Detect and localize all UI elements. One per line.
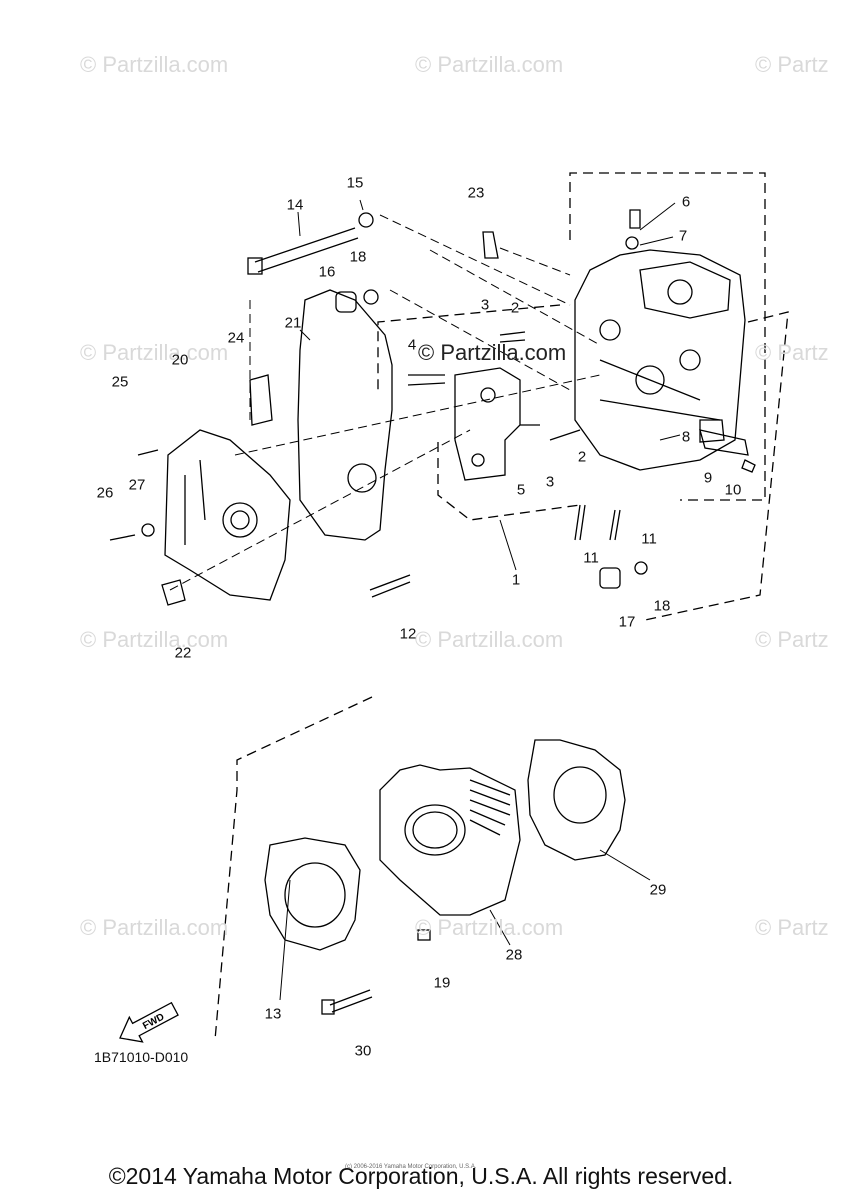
- callout-label: 17: [618, 613, 636, 631]
- callout-label: 20: [171, 351, 189, 369]
- callout-label: 6: [681, 193, 691, 211]
- callout-label: 28: [505, 946, 523, 964]
- watermark: © Partzilla.com: [80, 627, 229, 652]
- callout-label: 14: [286, 196, 304, 214]
- watermark: © Partzilla.com: [415, 915, 564, 940]
- callout-label: 8: [681, 428, 691, 446]
- assembly-boundaries: [214, 172, 789, 1041]
- callout-label: 11: [641, 530, 657, 548]
- callout-label: 19: [433, 974, 451, 992]
- cylinder-gasket: [527, 739, 626, 861]
- callout-label: 29: [649, 881, 667, 899]
- callout-label: 18: [653, 597, 671, 615]
- watermark: © Partzilla.com: [80, 915, 229, 940]
- cylinder-block: [379, 764, 521, 916]
- callout-label: 13: [264, 1005, 282, 1023]
- watermark: © Partz: [755, 340, 829, 365]
- callout-label: 26: [96, 484, 114, 502]
- watermark: © Partz: [755, 915, 829, 940]
- callout-label: 12: [399, 625, 417, 643]
- callout-label: 21: [284, 314, 302, 332]
- callout-label: 5: [516, 481, 526, 499]
- fwd-label: FWD: [141, 1012, 166, 1032]
- callout-label: 7: [678, 227, 688, 245]
- callout-label: 18: [349, 248, 367, 266]
- watermark: © Partzilla.com: [80, 340, 229, 365]
- callout-label: 16: [318, 263, 336, 281]
- callout-label: 23: [467, 184, 485, 202]
- callout-label: 3: [480, 296, 490, 314]
- callout-label: 9: [703, 469, 713, 487]
- fwd-arrow-icon: FWD: [119, 1001, 179, 1043]
- callout-label: 2: [577, 448, 587, 466]
- small-copyright-line: (c) 2006-2016 Yamaha Motor Corporation, …: [345, 1164, 477, 1170]
- callout-label: 30: [354, 1042, 372, 1060]
- callout-label: 10: [724, 481, 742, 499]
- center-watermark: © Partzilla.com: [418, 340, 567, 365]
- copyright-footer: ©2014 Yamaha Motor Corporation, U.S.A. A…: [108, 1163, 734, 1189]
- cylinder-head: [574, 249, 746, 471]
- callout-label: 22: [174, 644, 192, 662]
- watermark: © Partzilla.com: [80, 52, 229, 77]
- callout-label: 2: [510, 299, 520, 317]
- valve-cover: [164, 429, 291, 601]
- valve-cover-gasket: [297, 289, 393, 541]
- leader-lines: [279, 199, 681, 1001]
- callout-label: 15: [346, 174, 364, 192]
- callout-label: 24: [227, 329, 245, 347]
- watermark: © Partz: [755, 627, 829, 652]
- watermark: © Partz: [755, 52, 829, 77]
- long-bolt: [247, 227, 359, 275]
- camshaft-holder: [454, 367, 521, 481]
- watermark: © Partzilla.com: [415, 627, 564, 652]
- callout-label: 11: [583, 549, 599, 567]
- callout-label: 25: [111, 373, 129, 391]
- watermark: © Partzilla.com: [415, 52, 564, 77]
- alignment-lines: [169, 214, 601, 591]
- callout-label: 3: [545, 473, 555, 491]
- callout-label: 27: [128, 476, 146, 494]
- callout-label: 4: [407, 336, 417, 354]
- base-gasket: [264, 837, 361, 951]
- callout-label: 1: [511, 571, 521, 589]
- diagram-part-code: 1B71010-D010: [94, 1049, 189, 1065]
